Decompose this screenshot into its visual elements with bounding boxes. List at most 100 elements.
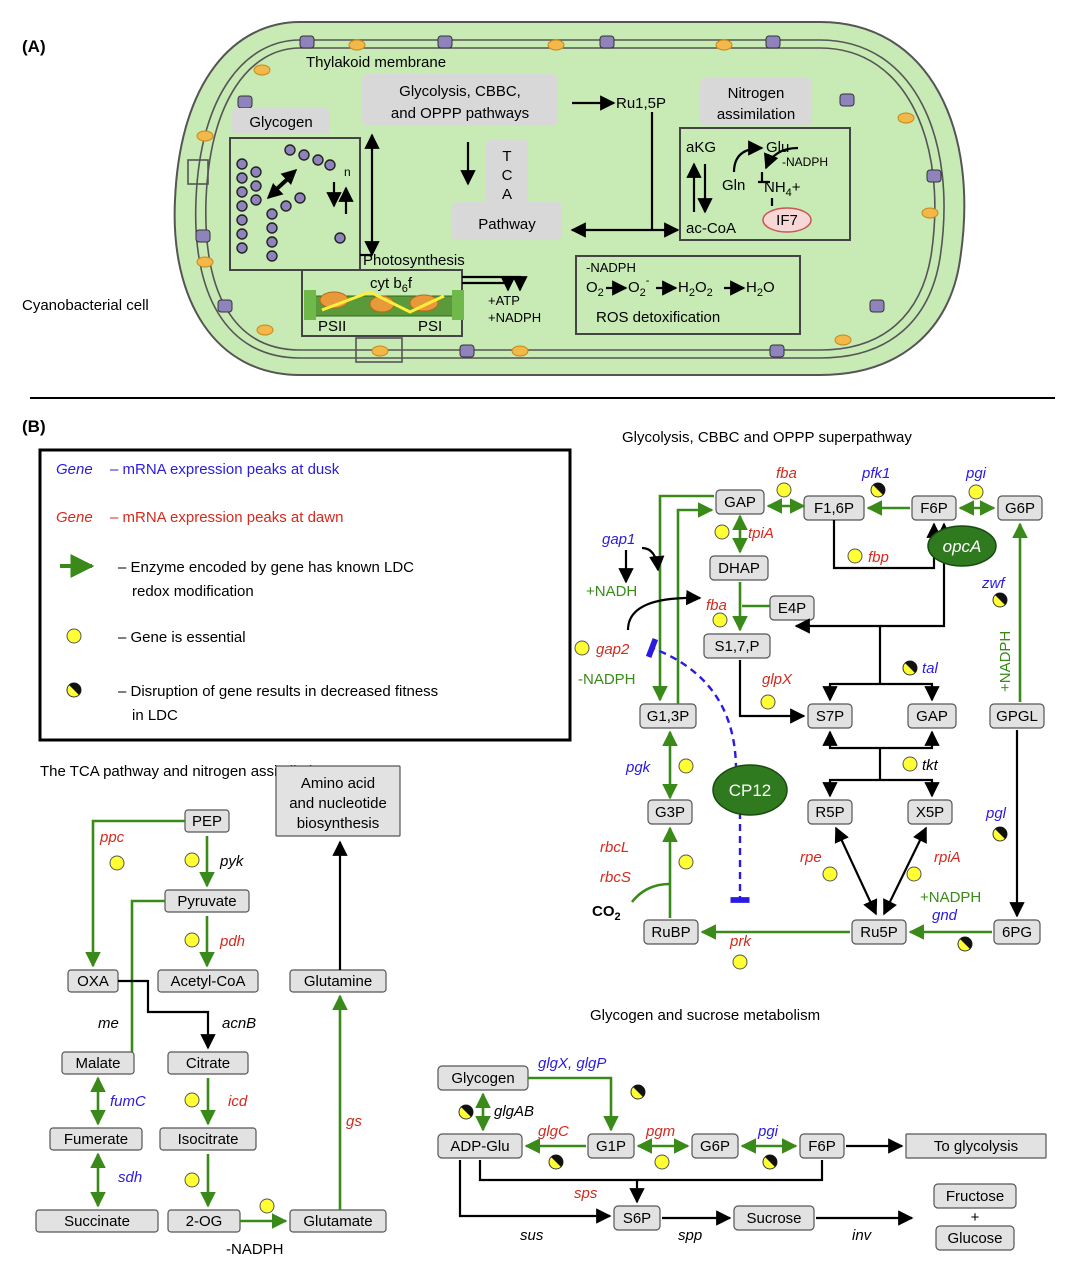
panel-a: (A) Thylakoid membrane Glycolysis, CBBC,… [22, 21, 966, 376]
dot-icd [184, 1092, 200, 1108]
node-x5p-label: X5P [916, 804, 944, 821]
edge-x5p-ru5p [883, 826, 927, 916]
dot-pgm [654, 1154, 670, 1170]
gene-gap1: gap1 [602, 531, 635, 548]
gene-ppc: ppc [99, 829, 125, 846]
edge-tal-hub [822, 682, 940, 702]
nh4-gln-arrow [764, 146, 799, 170]
gene-glpx: glpX [762, 671, 793, 688]
dot-sucrose-pgi-half [765, 1154, 778, 1167]
dot-pyk [184, 852, 200, 868]
node-amino-label-3: biosynthesis [297, 815, 380, 832]
sucrose-title: Glycogen and sucrose metabolism [590, 1007, 820, 1024]
node-amino-acid [275, 765, 401, 837]
edge-g13p-gap [676, 502, 714, 704]
legend-essential: – Gene is essential [118, 629, 246, 646]
gene-gnd: gnd [932, 907, 958, 924]
akg-label: aKG [686, 139, 716, 156]
node-amino-label-1: Amino acid [301, 775, 375, 792]
edge-gap2 [626, 589, 702, 631]
node-to-glycolysis [905, 1133, 1047, 1159]
gene-inv: inv [852, 1227, 873, 1244]
ros-superoxide: O2- [628, 275, 650, 299]
node-s6p-label: S6P [623, 1210, 651, 1227]
gene-pgi: pgi [965, 465, 987, 482]
gene-spp: spp [678, 1227, 702, 1244]
node-rubp-label: RuBP [651, 924, 690, 941]
legend: Gene – mRNA expression peaks at dusk Gen… [38, 448, 572, 742]
dot-pgl-half [995, 826, 1008, 839]
node-gpgl [989, 703, 1045, 729]
gene-zwf: zwf [981, 575, 1006, 592]
edge-pep-oxa [85, 819, 185, 968]
if7-oval [762, 207, 812, 233]
glycogen-hexagons [236, 144, 346, 262]
glyco-nadh: +NADH [586, 583, 637, 600]
node-adpglu [437, 1133, 523, 1159]
node-citrate [167, 1051, 249, 1075]
dot-rbc [678, 854, 694, 870]
nh4-label: NH4+ [764, 179, 801, 199]
edge-co2 [630, 882, 671, 903]
cp12-inhibit-gap2 [645, 638, 738, 771]
node-s17p [703, 633, 771, 659]
dot-rpia [906, 866, 922, 882]
edge-tal-up [794, 618, 882, 684]
node-succinate-label: Succinate [64, 1213, 130, 1230]
node-sucrose [733, 1205, 815, 1231]
dot-gap2 [574, 640, 590, 656]
cytb6f-label: cyt b6f [370, 275, 413, 295]
if7-label: IF7 [776, 212, 798, 229]
edge-malate-pyruvate [130, 899, 165, 1052]
gene-sdh: sdh [118, 1169, 142, 1186]
legend-box [38, 448, 572, 742]
gene-fbp: fbp [868, 549, 889, 566]
node-adpglu-label: ADP-Glu [450, 1138, 509, 1155]
dot-gnd-half [960, 936, 973, 949]
nitrogen-box [700, 78, 812, 126]
node-sucrose-g6p-label: G6P [700, 1138, 730, 1155]
gene-pyk: pyk [219, 853, 245, 870]
dot-fba [776, 482, 792, 498]
node-f16p-label: F1,6P [814, 500, 854, 517]
node-s7p-label: S7P [816, 708, 844, 725]
node-glutamate-label: Glutamate [303, 1213, 372, 1230]
gene-rbcl: rbcL [600, 839, 629, 856]
node-dhap-label: DHAP [718, 560, 760, 577]
gene-sucrose-pgi: pgi [757, 1123, 779, 1140]
node-r5p [807, 799, 853, 825]
node-acetylcoa [157, 969, 259, 993]
glycolysis-label-1: Glycolysis, CBBC, [399, 83, 521, 100]
node-isocitrate-label: Isocitrate [178, 1131, 239, 1148]
dot-fbp [847, 548, 863, 564]
tca-c: C [502, 167, 513, 184]
accoa-label: ac-CoA [686, 220, 736, 237]
sucrose-network: Glycogen ADP-Glu G1P G6P F6P To glycolys… [437, 1055, 1047, 1251]
node-malate [61, 1051, 135, 1075]
node-fructose [933, 1183, 1017, 1209]
thylakoid-membrane-outer [194, 39, 945, 359]
edge-tkt-hub-top [822, 730, 940, 750]
node-plus: + [971, 1209, 980, 1226]
gene-me: me [98, 1015, 119, 1032]
node-citrate-label: Citrate [186, 1055, 230, 1072]
node-to-glycolysis-label: To glycolysis [934, 1138, 1018, 1155]
node-sucrose-label: Sucrose [746, 1210, 801, 1227]
node-pyruvate-label: Pyruvate [177, 893, 236, 910]
gene-tpia: tpiA [748, 525, 774, 542]
node-fumerate [49, 1127, 143, 1151]
node-e4p [769, 595, 815, 621]
legend-fitness-dot-half [69, 682, 82, 695]
tca-box-top [486, 140, 528, 216]
legend-dawn: – mRNA expression peaks at dawn [110, 509, 343, 526]
ros-nadph: -NADPH [586, 260, 636, 275]
opca-label: opcA [943, 537, 982, 556]
gene-rpe: rpe [800, 849, 822, 866]
node-pep-label: PEP [192, 813, 222, 830]
gene-glgab: glgAB [494, 1103, 534, 1120]
gln-label: Gln [722, 177, 745, 194]
legend-ldc-1: – Enzyme encoded by gene has known LDC [118, 559, 414, 576]
node-glutamine [289, 969, 387, 993]
photosynthesis-arrow-1 [462, 275, 528, 292]
node-s7p [807, 703, 853, 729]
